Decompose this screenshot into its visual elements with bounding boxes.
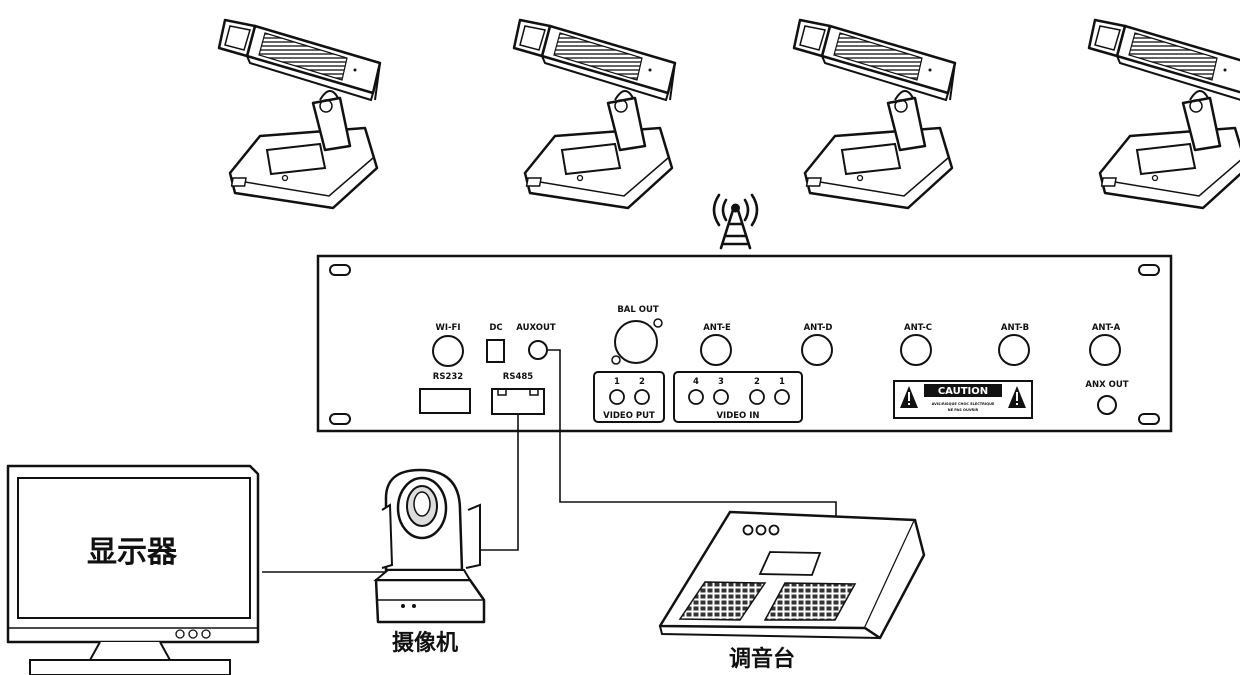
- rs485-port: [491, 388, 545, 415]
- warning-triangle-icon: [1008, 386, 1026, 408]
- video-put-port-label-2: 2: [639, 377, 645, 387]
- caution-title: CAUTION: [938, 386, 988, 397]
- camera-label: 摄像机: [392, 630, 458, 656]
- video-put-group: 1 2 VIDEO PUT: [593, 371, 665, 423]
- anx-out-label: ANX OUT: [1085, 380, 1128, 390]
- video-in-jack: [688, 389, 704, 405]
- video-put-jack: [609, 389, 625, 405]
- auxout-cable: [548, 349, 837, 520]
- ant-a-connector: [1089, 334, 1121, 366]
- ant-e-label: ANT-E: [703, 323, 731, 333]
- mixer-label: 调音台: [729, 646, 795, 672]
- microphone-unit-3: [792, 18, 957, 210]
- ant-d-label: ANT-D: [804, 323, 833, 333]
- video-in-jack: [774, 389, 790, 405]
- video-in-label: VIDEO IN: [716, 411, 759, 421]
- anx-out-jack: [1097, 395, 1117, 415]
- dc-label: DC: [489, 323, 502, 333]
- ant-e-connector: [700, 334, 732, 366]
- wifi-label: WI-FI: [435, 323, 460, 333]
- mounting-slot: [1138, 413, 1160, 425]
- video-in-jack: [713, 389, 729, 405]
- mounting-slot: [1138, 264, 1160, 276]
- auxout-label: AUXOUT: [516, 323, 556, 333]
- bal-out-label: BAL OUT: [617, 305, 659, 315]
- ant-c-label: ANT-C: [904, 323, 932, 333]
- mounting-slot: [329, 264, 351, 276]
- ant-d-connector: [801, 334, 833, 366]
- rs232-label: RS232: [433, 372, 463, 382]
- ant-c-connector: [900, 334, 932, 366]
- caution-line1: AVIS:RISQUE CHOC ELECTRIQUE: [932, 402, 995, 406]
- rs485-label: RS485: [503, 372, 533, 382]
- rs485-cable: [470, 414, 519, 551]
- video-put-jack: [634, 389, 650, 405]
- bal-out-xlr-connector: [611, 318, 663, 365]
- microphone-unit-2: [512, 18, 677, 210]
- mounting-slot: [329, 413, 351, 425]
- auxout-jack: [528, 340, 548, 360]
- caution-line2: NE PAS OUVRIR: [948, 408, 979, 412]
- ant-a-label: ANT-A: [1092, 323, 1121, 333]
- microphone-unit-1: [217, 18, 382, 210]
- video-put-label: VIDEO PUT: [603, 411, 655, 421]
- ant-b-label: ANT-B: [1001, 323, 1029, 333]
- warning-triangle-icon: [900, 386, 918, 408]
- video-in-group: 4 3 2 1 VIDEO IN: [673, 371, 803, 423]
- audio-mixer: 调音台: [658, 510, 926, 672]
- video-in-port-label-1: 1: [779, 377, 785, 387]
- wireless-antenna-icon: [712, 193, 759, 250]
- video-in-port-label-4: 4: [693, 377, 699, 387]
- video-in-port-label-2: 2: [754, 377, 760, 387]
- cables: [262, 349, 837, 573]
- monitor-label: 显示器: [87, 535, 178, 570]
- microphone-unit-4: [1087, 18, 1240, 210]
- video-in-port-label-3: 3: [718, 377, 724, 387]
- ant-b-connector: [998, 334, 1030, 366]
- rs232-port: [419, 388, 471, 414]
- dc-jack: [486, 339, 505, 363]
- wifi-connector: [432, 335, 464, 367]
- video-put-port-label-1: 1: [614, 377, 620, 387]
- receiver-rear-panel: WI-FI DC AUXOUT RS232 RS485 BAL OUT ANT-…: [316, 254, 1173, 433]
- ptz-camera: 摄像机: [373, 468, 486, 656]
- monitor: 显示器: [6, 464, 260, 675]
- caution-label: CAUTION AVIS:RISQUE CHOC ELECTRIQUE NE P…: [893, 380, 1033, 419]
- video-in-jack: [749, 389, 765, 405]
